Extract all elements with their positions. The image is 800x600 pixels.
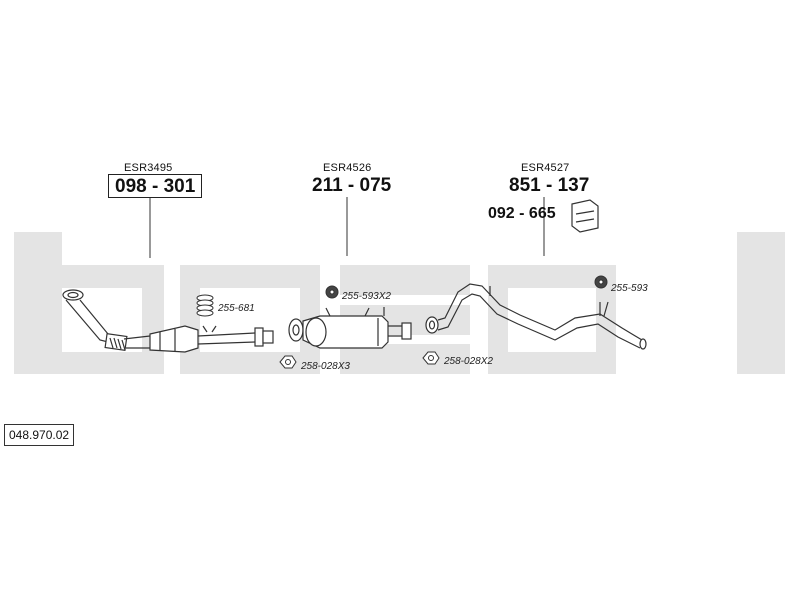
esr-label-1: ESR3495 [124, 162, 173, 174]
middle-muffler [288, 307, 412, 349]
rubber-mount-icon [196, 294, 214, 317]
part-number-3[interactable]: 851 - 137 [509, 175, 590, 196]
part-number-1[interactable]: 098 - 301 [108, 174, 203, 198]
rubber-ring-icon-1 [325, 285, 339, 299]
reference-code: 048.970.02 [4, 424, 75, 446]
part-code-258-028x3[interactable]: 258-028X3 [301, 361, 350, 372]
bracket-part-number[interactable]: 092 - 665 [488, 205, 556, 222]
front-pipe [62, 289, 151, 352]
part-number-2[interactable]: 211 - 075 [312, 175, 392, 196]
part-code-255-593x2[interactable]: 255-593X2 [342, 291, 391, 302]
esr-label-2: ESR4526 [323, 162, 372, 174]
esr-label-3: ESR4527 [521, 162, 570, 174]
catalytic-converter [149, 325, 274, 353]
part-code-255-681[interactable]: 255-681 [218, 303, 255, 314]
tail-pipe [425, 283, 647, 350]
bracket-icon [571, 199, 599, 233]
part-code-255-593[interactable]: 255-593 [611, 283, 648, 294]
rubber-ring-icon-2 [594, 275, 608, 289]
nut-icon-1 [279, 355, 297, 369]
nut-icon-2 [422, 351, 440, 365]
part-code-258-028x2[interactable]: 258-028X2 [444, 356, 493, 367]
